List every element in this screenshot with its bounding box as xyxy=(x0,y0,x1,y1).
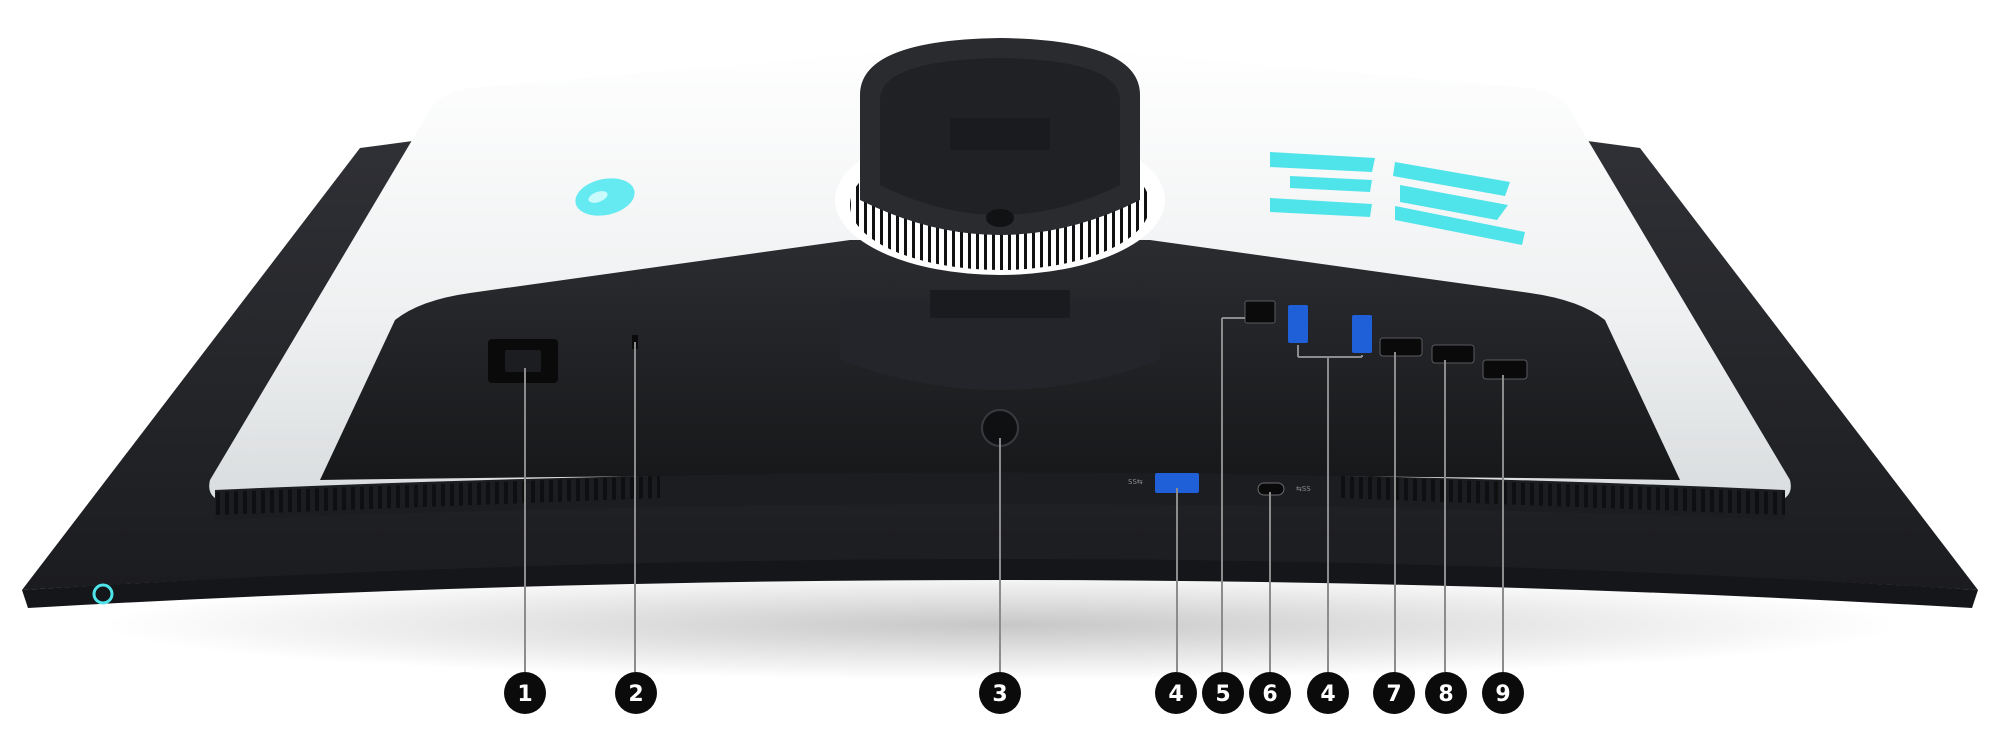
callout-number: 6 xyxy=(1262,682,1277,707)
vent-slots-right xyxy=(1340,476,1785,515)
usb-a-downstream-icon xyxy=(1288,305,1308,343)
callout-badge: 6 xyxy=(1249,672,1291,714)
model-number-graphic xyxy=(1270,152,1525,245)
callout-number: 1 xyxy=(517,682,532,707)
callout-badge: 7 xyxy=(1373,672,1415,714)
power-button-icon[interactable] xyxy=(92,583,114,605)
callout-number: 3 xyxy=(992,682,1007,707)
displayport-icon xyxy=(1482,359,1528,380)
alienware-logo-eye-icon xyxy=(588,191,608,203)
callout-number: 4 xyxy=(1320,682,1335,707)
callout-number: 2 xyxy=(628,682,643,707)
callout-badge: 5 xyxy=(1202,672,1244,714)
callout-badge: 2 xyxy=(615,672,657,714)
usb-b-upstream-icon xyxy=(1244,300,1276,324)
typec-label: ⇆SS xyxy=(1296,485,1311,493)
stand-hinge xyxy=(950,118,1050,150)
callout-badge: 4 xyxy=(1155,672,1197,714)
callout-number: 4 xyxy=(1168,682,1183,707)
hdmi-port-icon xyxy=(1379,337,1423,357)
callout-badge: 3 xyxy=(979,672,1021,714)
callout-badge: 1 xyxy=(504,672,546,714)
superspeed-label: SS⇆ xyxy=(1128,478,1143,486)
callout-badge: 9 xyxy=(1482,672,1524,714)
usb-a-downstream-icon xyxy=(1155,473,1199,493)
callout-number: 8 xyxy=(1438,682,1453,707)
hdmi-port-icon xyxy=(1431,344,1475,364)
panel-lower-lip xyxy=(22,559,1978,608)
callout-number: 9 xyxy=(1495,682,1510,707)
callout-number: 7 xyxy=(1386,682,1401,707)
usb-a-downstream-icon xyxy=(1352,315,1372,353)
power-connector-inner xyxy=(505,350,541,372)
callout-lines xyxy=(524,317,1504,672)
stand-center-screw xyxy=(986,209,1014,227)
stand-mount-bracket xyxy=(930,290,1070,318)
callout-badge: 8 xyxy=(1425,672,1467,714)
stand-mount-base xyxy=(840,300,1160,390)
vent-slots-left xyxy=(215,476,660,515)
callout-badge: 4 xyxy=(1307,672,1349,714)
callout-number: 5 xyxy=(1215,682,1230,707)
